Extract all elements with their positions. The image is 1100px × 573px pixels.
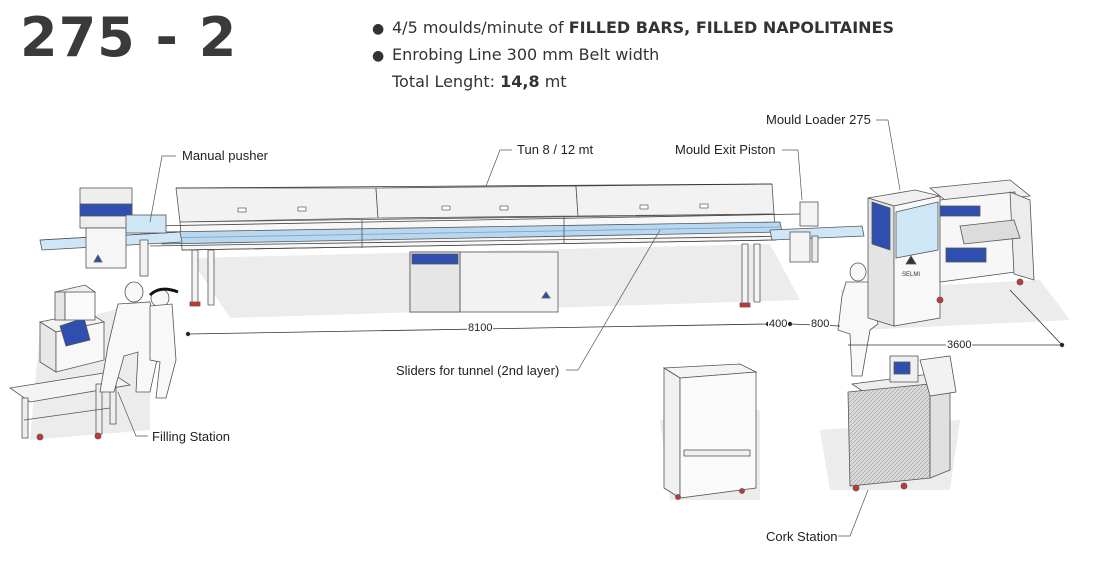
mould-loader-275: SELMI — [867, 179, 1035, 327]
operator-figure-left — [99, 281, 179, 399]
cork-station-machine — [847, 355, 957, 492]
spec-list: ●4/5 moulds/minute of FILLED BARS, FILLE… — [372, 14, 894, 95]
manual-pusher-machine — [39, 187, 183, 277]
label-tunnel: Tun 8 / 12 mt — [517, 142, 594, 157]
dimension-tunnel-length: 8100 — [467, 322, 494, 334]
dimension-400: 400 — [768, 318, 789, 330]
cork-table — [662, 363, 758, 500]
machine-logo: SELMI — [902, 272, 920, 278]
tunnel-refrigeration-unit — [409, 251, 559, 313]
filling-station — [8, 284, 132, 441]
label-cork-station: Cork Station — [766, 529, 838, 544]
enrobing-tunnel — [149, 183, 801, 308]
tunnel-hood-3 — [575, 183, 775, 217]
tunnel-hood-1 — [175, 187, 379, 223]
spec-belt-width: ●Enrobing Line 300 mm Belt width — [372, 41, 894, 68]
label-mould-exit-piston: Mould Exit Piston — [675, 142, 776, 157]
label-sliders: Sliders for tunnel (2nd layer) — [396, 363, 560, 378]
spec-total-length: ●Total Lenght: 14,8 mt — [392, 72, 567, 91]
spec-production-rate: ●4/5 moulds/minute of FILLED BARS, FILLE… — [372, 14, 894, 41]
leader-lines — [117, 119, 901, 537]
mould-exit-piston — [769, 201, 865, 263]
tunnel-legs — [189, 243, 761, 308]
bullet-icon: ● — [372, 21, 385, 37]
model-title: 275 - 2 — [20, 6, 238, 69]
label-filling-station: Filling Station — [152, 429, 231, 444]
tunnel-hood-2 — [375, 185, 579, 219]
bullet-icon: ● — [372, 48, 385, 64]
label-manual-pusher: Manual pusher — [182, 148, 268, 163]
label-mould-loader: Mould Loader 275 — [766, 112, 871, 127]
dimension-3600: 3600 — [946, 339, 973, 351]
dimension-800: 800 — [810, 318, 831, 330]
